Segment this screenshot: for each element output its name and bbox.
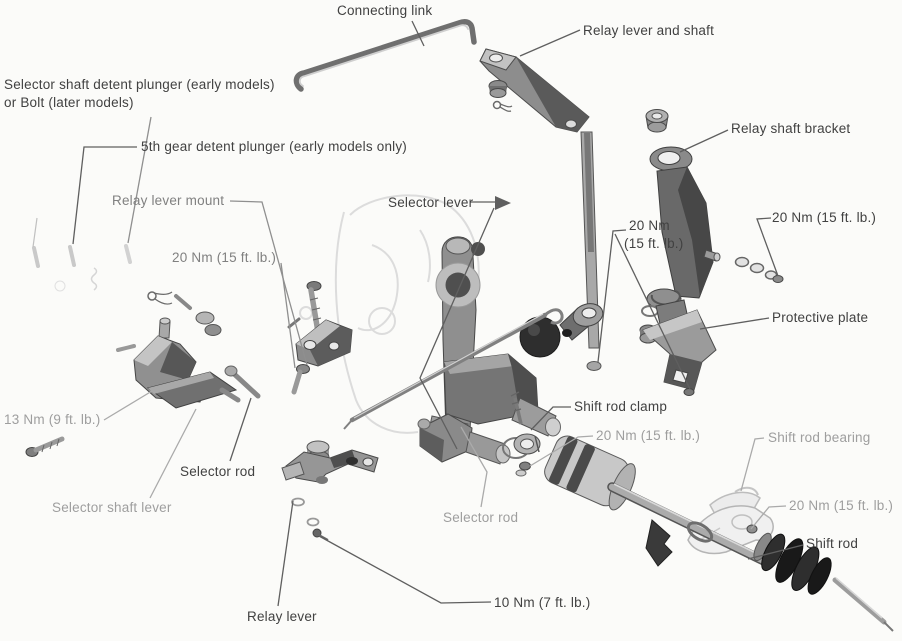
leader-relay-lever bbox=[277, 500, 294, 607]
connecting-link-part bbox=[293, 19, 477, 92]
relay-lever-mount-part bbox=[287, 281, 353, 395]
leader-torque-20nm-bracket bbox=[756, 217, 779, 277]
leader-relay-lever-shaft bbox=[519, 29, 581, 57]
label-torque-10nm: 10 Nm (7 ft. lb.) bbox=[494, 595, 591, 610]
leader-selector-lever-arrowhead bbox=[495, 196, 511, 210]
leader-selector-rod-upper bbox=[229, 397, 252, 462]
bracket-washers bbox=[734, 256, 784, 283]
label-shift-rod-clamp: Shift rod clamp bbox=[574, 399, 668, 414]
leader-selector-rod-lower bbox=[460, 426, 488, 508]
center-rod-part bbox=[343, 308, 564, 430]
leader-protective-plate bbox=[699, 317, 770, 330]
protective-plate-part bbox=[642, 309, 717, 396]
housing-outline bbox=[299, 194, 480, 434]
label-torque-20nm-shaft-1: 20 Nm bbox=[629, 218, 670, 233]
detent-plunger-parts bbox=[32, 217, 132, 292]
leader-shift-rod bbox=[747, 544, 804, 560]
leader-torque-20nm-shaft-b bbox=[614, 233, 691, 390]
leader-selector-lever-bent bbox=[419, 207, 495, 450]
label-shift-rod: Shift rod bbox=[806, 536, 859, 551]
leader-fifth-gear-detent bbox=[72, 146, 137, 245]
leader-relay-shaft-bracket bbox=[679, 129, 729, 153]
leader-shift-rod-bearing bbox=[740, 437, 765, 492]
ball-link-part bbox=[519, 303, 604, 371]
label-selector-rod-lower: Selector rod bbox=[443, 510, 519, 525]
label-relay-shaft-bracket: Relay shaft bracket bbox=[731, 121, 851, 136]
leader-torque-20nm-clamp bbox=[529, 435, 594, 467]
label-selector-lever: Selector lever bbox=[388, 195, 474, 210]
leader-connecting-link bbox=[411, 20, 425, 47]
selector-shaft-lever-part bbox=[25, 291, 261, 457]
leader-detent-plunger bbox=[127, 116, 152, 244]
leader-shift-rod-clamp bbox=[530, 406, 571, 431]
label-torque-20nm-mount: 20 Nm (15 ft. lb.) bbox=[172, 250, 277, 265]
leader-torque-13nm bbox=[103, 390, 153, 421]
label-selector-shaft-lever: Selector shaft lever bbox=[52, 500, 172, 515]
label-fifth-gear-detent: 5th gear detent plunger (early models on… bbox=[141, 139, 407, 154]
relay-lever-part bbox=[281, 440, 379, 541]
leader-torque-10nm bbox=[318, 535, 492, 604]
leader-relay-lever-mount bbox=[229, 200, 308, 366]
label-shift-rod-bearing: Shift rod bearing bbox=[768, 430, 871, 445]
relay-lever-shaft-part bbox=[479, 48, 600, 349]
label-relay-lever: Relay lever bbox=[247, 609, 317, 624]
label-detent-plunger-line2: or Bolt (later models) bbox=[4, 95, 134, 110]
leader-torque-20nm-bearing bbox=[750, 505, 787, 530]
label-torque-20nm-bracket: 20 Nm (15 ft. lb.) bbox=[772, 210, 877, 225]
label-protective-plate: Protective plate bbox=[772, 310, 869, 325]
leader-selector-shaft-lever bbox=[149, 408, 197, 499]
selector-lever-part bbox=[425, 236, 561, 453]
label-detent-plunger-line1: Selector shaft detent plunger (early mod… bbox=[4, 77, 275, 92]
selector-rod-clevis-part bbox=[417, 413, 511, 465]
leader-torque-20nm-mount bbox=[280, 262, 296, 369]
leader-torque-20nm-shaft-a bbox=[597, 229, 627, 363]
label-connecting-link: Connecting link bbox=[337, 3, 433, 18]
label-torque-20nm-bearing: 20 Nm (15 ft. lb.) bbox=[789, 498, 894, 513]
label-torque-20nm-clamp: 20 Nm (15 ft. lb.) bbox=[596, 428, 701, 443]
label-relay-lever-and-shaft: Relay lever and shaft bbox=[583, 23, 715, 38]
label-relay-lever-mount: Relay lever mount bbox=[112, 193, 225, 208]
leader-lines bbox=[72, 20, 804, 607]
shift-rod-part bbox=[607, 482, 894, 632]
relay-shaft-bracket-part bbox=[639, 109, 721, 344]
label-selector-rod-upper: Selector rod bbox=[180, 464, 256, 479]
label-torque-20nm-shaft-2: (15 ft. lb.) bbox=[624, 236, 684, 251]
label-torque-13nm: 13 Nm (9 ft. lb.) bbox=[4, 412, 101, 427]
